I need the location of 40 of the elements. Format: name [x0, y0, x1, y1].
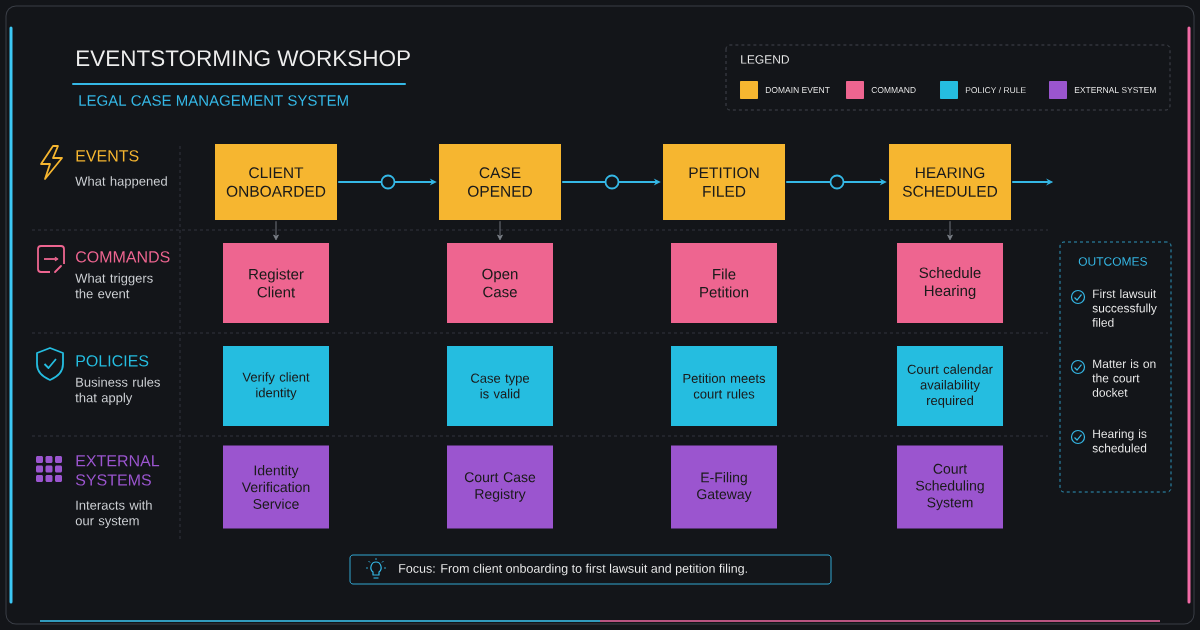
- title: EVENTSTORMING WORKSHOP: [77, 50, 410, 67]
- sticky-note: Case type is valid: [447, 346, 553, 426]
- sticky-note: Court calendar availability required: [897, 346, 1003, 426]
- lane-heading: EXTERNAL SYSTEMS: [75, 455, 160, 486]
- sticky-note: Identity Verification Service: [223, 445, 329, 529]
- arrow: [561, 174, 661, 190]
- arrow: [947, 220, 953, 241]
- sticky-note: Court Scheduling System: [897, 445, 1003, 529]
- outcome-text: Matter is on the court docket: [1092, 359, 1156, 397]
- lane-description: What triggers the event: [75, 273, 153, 299]
- sticky-note: Verify client identity: [223, 346, 329, 426]
- arrow: [497, 220, 503, 241]
- lane-heading: POLICIES: [76, 355, 149, 367]
- lane-description: Business rules that apply: [75, 377, 160, 405]
- legend-label: EXTERNAL SYSTEM: [1074, 87, 1156, 93]
- lane-heading: COMMANDS: [76, 251, 170, 263]
- lane-heading: EVENTS: [76, 150, 139, 162]
- legend-label: DOMAIN EVENT: [765, 87, 830, 93]
- sticky-note: Schedule Hearing: [897, 243, 1003, 323]
- sticky-note: E-Filing Gateway: [671, 445, 777, 529]
- focus-banner: Focus: From client onboarding to first lawsuit and petition filing.: [349, 554, 832, 585]
- lane-description: Interacts with our system: [75, 500, 152, 528]
- arrow: [337, 174, 437, 190]
- arrow: [273, 220, 279, 241]
- sticky-note: CLIENT ONBOARDED: [215, 144, 337, 220]
- outcome-text: First lawsuit successfully filed: [1092, 289, 1157, 327]
- sticky-note: CASE OPENED: [439, 144, 561, 220]
- sticky-note: Register Client: [223, 243, 329, 323]
- arrow: [785, 174, 887, 190]
- subtitle: LEGAL CASE MANAGEMENT SYSTEM: [79, 95, 348, 106]
- lane-description: What happened: [75, 176, 167, 189]
- sticky-note: PETITION FILED: [663, 144, 785, 220]
- outcome-text: Hearing is scheduled: [1092, 429, 1147, 453]
- legend-label: POLICY / RULE: [965, 86, 1026, 94]
- sticky-note: Open Case: [447, 243, 553, 323]
- sticky-note: HEARING SCHEDULED: [889, 144, 1011, 220]
- sticky-note: File Petition: [671, 243, 777, 323]
- sticky-note: Court Case Registry: [447, 445, 553, 529]
- legend-label: COMMAND: [871, 87, 916, 93]
- sticky-note: Petition meets court rules: [671, 346, 777, 426]
